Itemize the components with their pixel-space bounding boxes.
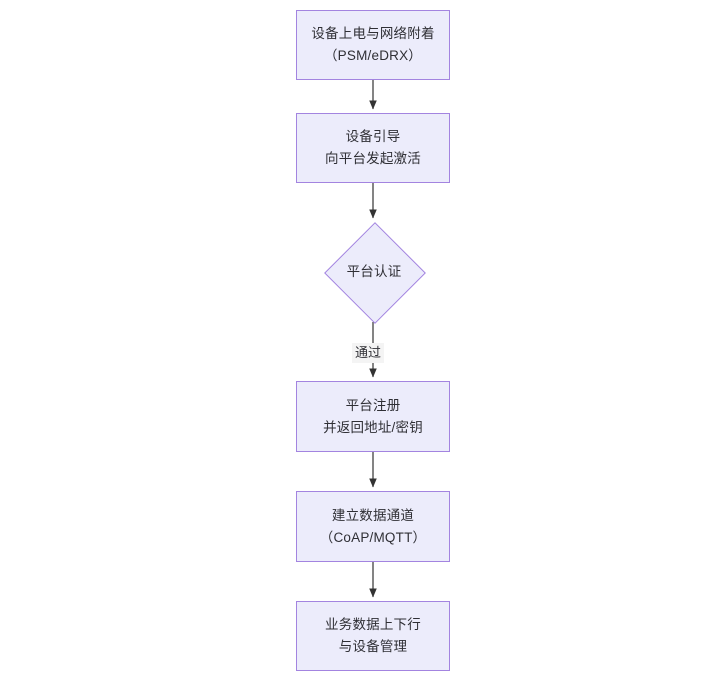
node-channel-line2: （CoAP/MQTT） xyxy=(319,529,427,545)
node-bootstrap-line2: 向平台发起激活 xyxy=(325,151,421,166)
node-power-on-line2: （PSM/eDRX） xyxy=(323,48,423,63)
node-register-line2: 并返回地址/密钥 xyxy=(323,419,423,435)
edge-label-pass: 通过 xyxy=(352,343,385,363)
node-auth-label: 平台认证 xyxy=(346,264,402,279)
node-data-exchange-line1: 业务数据上下行 xyxy=(325,617,421,632)
node-register[interactable]: 平台注册 并返回地址/密钥 xyxy=(296,381,450,452)
node-bootstrap-line1: 设备引导 xyxy=(345,129,401,144)
node-power-on[interactable]: 设备上电与网络附着 （PSM/eDRX） xyxy=(296,10,450,80)
node-bootstrap[interactable]: 设备引导 向平台发起激活 xyxy=(296,113,450,183)
node-channel[interactable]: 建立数据通道 （CoAP/MQTT） xyxy=(296,491,450,562)
node-channel-line1: 建立数据通道 xyxy=(331,507,415,523)
node-auth-decision[interactable]: 平台认证 xyxy=(324,222,426,324)
node-power-on-line1: 设备上电与网络附着 xyxy=(311,26,435,41)
node-data-exchange[interactable]: 业务数据上下行 与设备管理 xyxy=(296,601,450,671)
node-register-line1: 平台注册 xyxy=(345,397,401,413)
node-data-exchange-line2: 与设备管理 xyxy=(338,639,408,654)
